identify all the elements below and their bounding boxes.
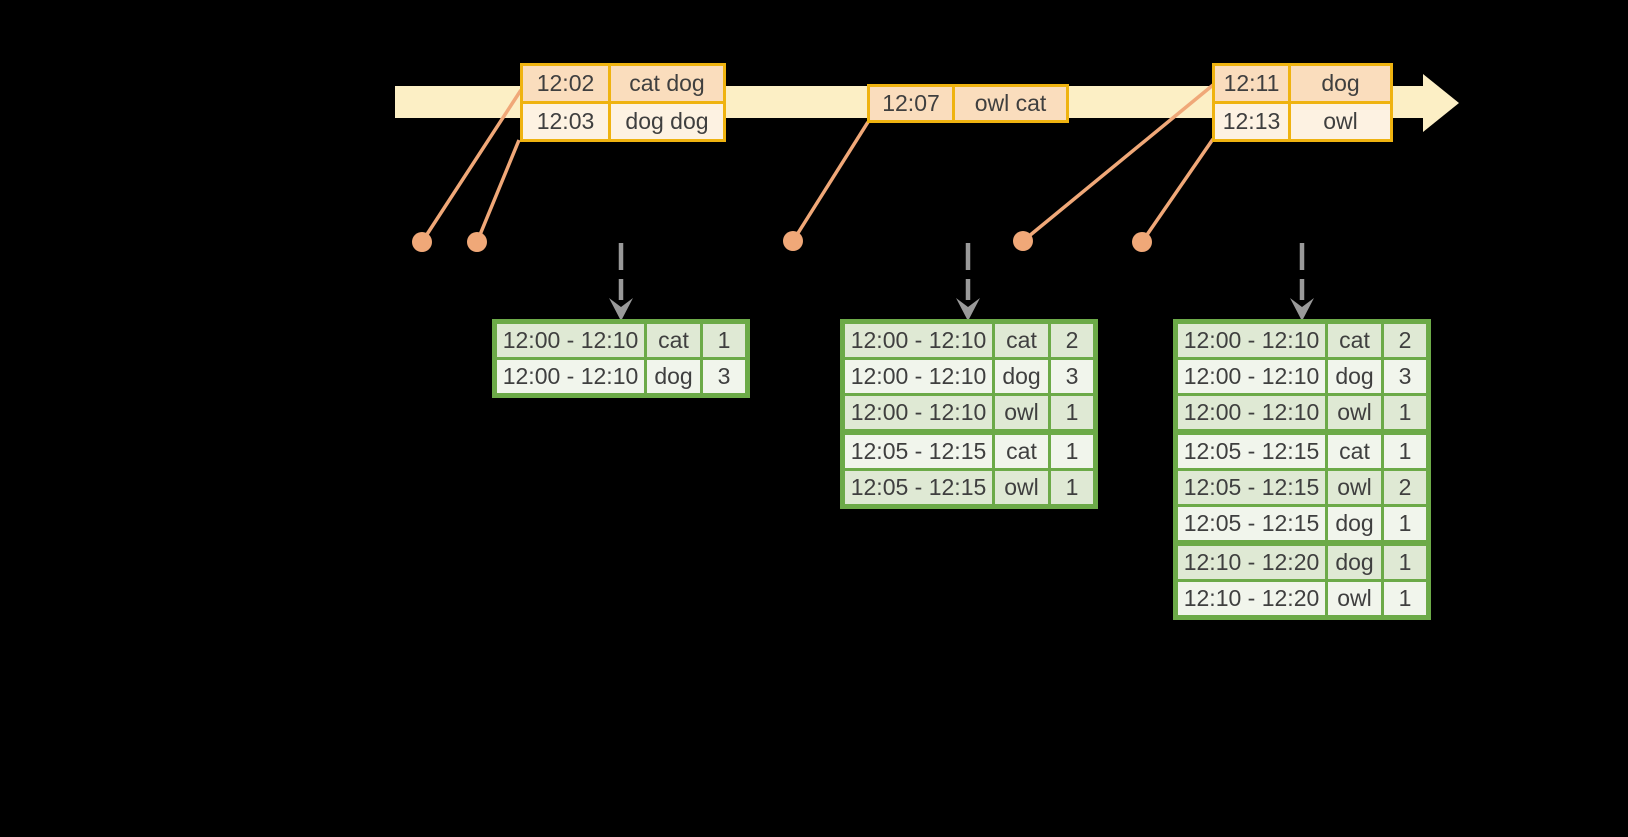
count-cell: 1 (1384, 435, 1426, 468)
event-dot (1013, 231, 1033, 251)
trigger-arrowhead-icon (956, 298, 980, 321)
window-cell: 12:05 - 12:15 (845, 471, 992, 504)
table-row: 12:00 - 12:10 cat 1 (497, 324, 745, 357)
word-cell: cat (995, 324, 1048, 357)
word-cell: cat (1328, 324, 1381, 357)
window-cell: 12:00 - 12:10 (845, 324, 992, 357)
count-cell: 2 (1051, 324, 1093, 357)
table-row: 12:05 - 12:15 owl 1 (845, 471, 1093, 504)
count-cell: 1 (1384, 582, 1426, 615)
window-cell: 12:05 - 12:15 (1178, 471, 1325, 504)
result-table: 12:00 - 12:10 cat 2 12:00 - 12:10 dog 3 … (1173, 319, 1431, 620)
word-cell: dog (1328, 360, 1381, 393)
count-cell: 3 (703, 360, 745, 393)
table-row: 12:05 - 12:15 dog 1 (1178, 507, 1426, 540)
table-row: 12:05 - 12:15 owl 2 (1178, 471, 1426, 504)
word-cell: dog (1328, 546, 1381, 579)
event-connector-line (1140, 138, 1215, 243)
window-cell: 12:00 - 12:10 (1178, 360, 1325, 393)
window-cell: 12:00 - 12:10 (1178, 324, 1325, 357)
table-row: 12:00 - 12:10 cat 2 (1178, 324, 1426, 357)
word-cell: cat (995, 435, 1048, 468)
event-words: owl cat (955, 87, 1066, 120)
window-cell: 12:00 - 12:10 (497, 324, 644, 357)
event-words: dog (1291, 66, 1390, 101)
count-cell: 1 (1384, 396, 1426, 429)
window-cell: 12:05 - 12:15 (1178, 435, 1325, 468)
event-time: 12:11 (1215, 66, 1288, 101)
count-cell: 1 (1384, 546, 1426, 579)
event-box: 12:11 dog 12:13 owl (1212, 63, 1393, 142)
word-cell: owl (1328, 582, 1381, 615)
table-row: 12:00 - 12:10 owl 1 (845, 396, 1093, 429)
window-cell: 12:05 - 12:15 (1178, 507, 1325, 540)
count-cell: 3 (1051, 360, 1093, 393)
event-time: 12:02 (523, 66, 608, 101)
word-cell: dog (647, 360, 700, 393)
result-table: 12:00 - 12:10 cat 2 12:00 - 12:10 dog 3 … (840, 319, 1098, 509)
count-cell: 1 (1384, 507, 1426, 540)
count-cell: 1 (703, 324, 745, 357)
table-row: 12:00 - 12:10 dog 3 (845, 360, 1093, 393)
event-box: 12:07 owl cat (867, 84, 1069, 123)
event-connector-line (1021, 83, 1215, 243)
count-cell: 1 (1051, 396, 1093, 429)
event-row: 12:02 cat dog (523, 66, 723, 101)
count-cell: 1 (1051, 471, 1093, 504)
event-time: 12:07 (870, 87, 952, 120)
event-dot (783, 231, 803, 251)
trigger-arrowhead-icon (609, 298, 633, 321)
event-words: dog dog (611, 104, 723, 139)
window-cell: 12:00 - 12:10 (845, 360, 992, 393)
table-row: 12:10 - 12:20 dog 1 (1178, 546, 1426, 579)
window-cell: 12:00 - 12:10 (1178, 396, 1325, 429)
event-dot (1132, 232, 1152, 252)
word-cell: dog (1328, 507, 1381, 540)
table-row: 12:00 - 12:10 dog 3 (1178, 360, 1426, 393)
word-cell: owl (995, 471, 1048, 504)
table-row: 12:00 - 12:10 dog 3 (497, 360, 745, 393)
count-cell: 1 (1051, 435, 1093, 468)
trigger-arrowhead-icon (1290, 298, 1314, 321)
event-row: 12:11 dog (1215, 66, 1390, 101)
event-connector-line (420, 89, 523, 243)
table-row: 12:05 - 12:15 cat 1 (1178, 435, 1426, 468)
event-connector-line (475, 139, 521, 243)
timeline-arrowhead-icon (1423, 74, 1459, 132)
word-cell: owl (1328, 471, 1381, 504)
event-row: 12:13 owl (1215, 104, 1390, 139)
event-connector-line (791, 121, 870, 242)
event-time: 12:13 (1215, 104, 1288, 139)
window-cell: 12:05 - 12:15 (845, 435, 992, 468)
event-dot (467, 232, 487, 252)
word-cell: dog (995, 360, 1048, 393)
word-cell: cat (647, 324, 700, 357)
event-words: cat dog (611, 66, 723, 101)
event-words: owl (1291, 104, 1390, 139)
event-dot (412, 232, 432, 252)
window-cell: 12:10 - 12:20 (1178, 582, 1325, 615)
window-cell: 12:00 - 12:10 (845, 396, 992, 429)
window-cell: 12:10 - 12:20 (1178, 546, 1325, 579)
count-cell: 3 (1384, 360, 1426, 393)
event-box: 12:02 cat dog 12:03 dog dog (520, 63, 726, 142)
table-row: 12:00 - 12:10 cat 2 (845, 324, 1093, 357)
word-cell: cat (1328, 435, 1381, 468)
window-cell: 12:00 - 12:10 (497, 360, 644, 393)
event-time: 12:03 (523, 104, 608, 139)
word-cell: owl (995, 396, 1048, 429)
result-table: 12:00 - 12:10 cat 1 12:00 - 12:10 dog 3 (492, 319, 750, 398)
event-row: 12:07 owl cat (870, 87, 1066, 120)
event-row: 12:03 dog dog (523, 104, 723, 139)
count-cell: 2 (1384, 471, 1426, 504)
count-cell: 2 (1384, 324, 1426, 357)
table-row: 12:00 - 12:10 owl 1 (1178, 396, 1426, 429)
table-row: 12:10 - 12:20 owl 1 (1178, 582, 1426, 615)
table-row: 12:05 - 12:15 cat 1 (845, 435, 1093, 468)
word-cell: owl (1328, 396, 1381, 429)
